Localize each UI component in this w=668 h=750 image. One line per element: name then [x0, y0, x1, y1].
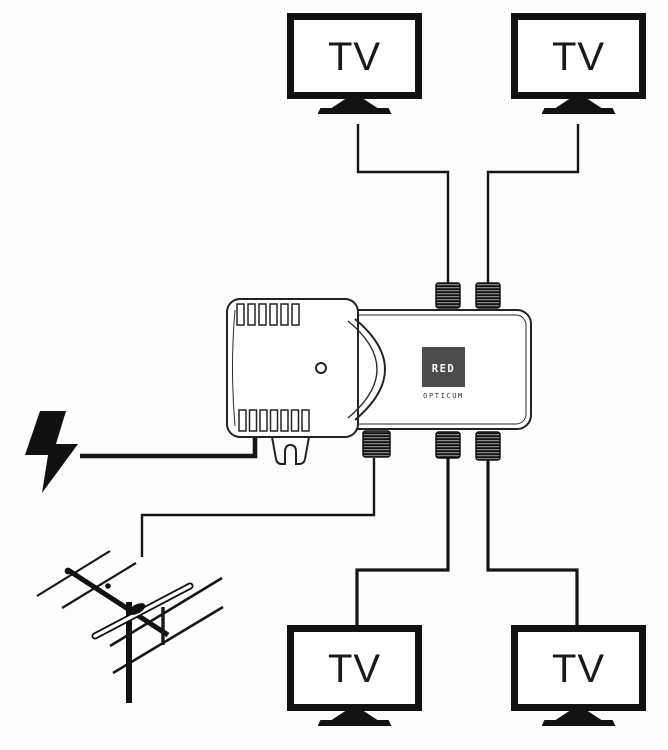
vent-slots-bottom: [238, 409, 310, 432]
brand-logo-square: [422, 347, 465, 387]
coax-connector-icon: [475, 431, 501, 461]
cable-from-antenna: [140, 458, 376, 557]
antenna-feed-blob: [128, 603, 146, 615]
power-line: [80, 436, 258, 459]
tv-top-right: TV: [511, 13, 646, 114]
amplifier: RED OPTICUM: [226, 282, 532, 465]
antenna-icon: [36, 550, 224, 703]
lightning-icon: [25, 411, 78, 493]
tv-bottom-right: TV: [511, 625, 646, 726]
cover-dome-arc: [354, 318, 386, 421]
tv-stand-neck: [331, 99, 378, 108]
cable-to-tv-bottom-left: [355, 456, 450, 626]
coax-connector-icon: [435, 431, 461, 459]
tv-bottom-left: TV: [287, 625, 422, 726]
brand-logo-text: RED: [432, 363, 455, 375]
coax-connector-icon: [475, 282, 501, 309]
coax-connector-icon: [362, 430, 391, 458]
coax-connector-icon: [435, 282, 461, 309]
antenna-boom: [66, 567, 170, 638]
antenna-element: [61, 562, 137, 609]
housing-inner-line: [232, 309, 236, 427]
tv-label: TV: [551, 35, 606, 79]
vent-slots-top: [236, 303, 300, 326]
tv-top-left: TV: [287, 13, 422, 114]
antenna-joint: [105, 583, 111, 589]
screw-hole: [315, 362, 327, 374]
mounting-tab: [270, 436, 311, 465]
tv-label: TV: [551, 647, 606, 691]
tv-stand-base: [317, 108, 392, 114]
cable-to-tv-top-right: [486, 124, 580, 284]
tv-screen: TV: [511, 625, 646, 711]
tv-stand-neck: [331, 711, 378, 720]
tv-stand-base: [541, 720, 616, 726]
cable-to-tv-bottom-right: [486, 458, 579, 626]
tv-screen: TV: [511, 13, 646, 99]
brand-sub-text: OPTICUM: [423, 392, 464, 400]
tv-stand-neck: [555, 99, 602, 108]
antenna-dipole-core: [93, 584, 192, 638]
antenna-joint: [64, 567, 72, 575]
tv-stand-neck: [555, 711, 602, 720]
tv-screen: TV: [287, 13, 422, 99]
cable-to-tv-top-left: [356, 124, 450, 284]
tv-label: TV: [327, 647, 382, 691]
tv-label: TV: [327, 35, 382, 79]
tv-stand-base: [317, 720, 392, 726]
tv-screen: TV: [287, 625, 422, 711]
tv-stand-base: [541, 108, 616, 114]
cover-dome-arc-inner: [347, 320, 378, 419]
